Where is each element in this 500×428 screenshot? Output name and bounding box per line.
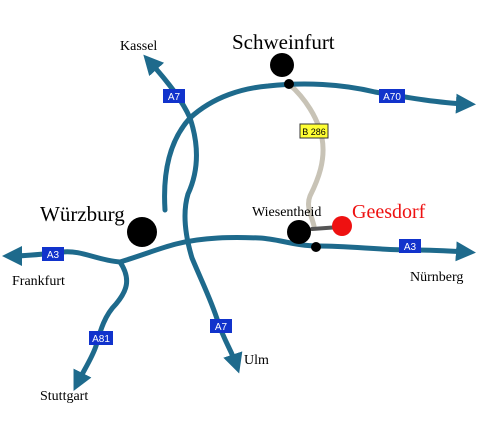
label-geesdorf: Geesdorf [352,201,426,223]
city-marker-wiesentheid [287,220,311,244]
city-marker-wuerzburg [127,217,157,247]
road-a81 [73,259,130,391]
shield-a70: A70 [379,89,405,103]
road-a3-west [2,245,123,266]
shield-a7-north: A7 [163,89,185,103]
city-marker-geesdorf [332,216,352,236]
shield-a3-east: A3 [399,239,421,253]
svg-text:A3: A3 [47,250,60,261]
label-ulm: Ulm [244,353,269,368]
junction-dot-schweinfurt [284,79,294,89]
shield-a81: A81 [89,331,113,345]
label-stuttgart: Stuttgart [40,389,88,404]
svg-text:A70: A70 [383,92,401,103]
label-nuernberg: Nürnberg [410,270,463,285]
shield-a7-south: A7 [210,319,232,333]
road-a70 [162,81,476,213]
label-wuerzburg: Würzburg [40,202,125,226]
label-wiesentheid: Wiesentheid [252,205,321,220]
road-a7-south [182,115,243,374]
label-frankfurt: Frankfurt [12,274,65,289]
city-marker-schweinfurt [270,53,294,77]
svg-text:A3: A3 [404,242,417,253]
svg-text:A7: A7 [168,92,181,103]
svg-text:A7: A7 [215,322,228,333]
label-kassel: Kassel [120,39,157,54]
svg-text:A81: A81 [92,334,110,345]
shield-b286: B 286 [299,123,329,139]
road-b286 [286,81,326,229]
label-schweinfurt: Schweinfurt [232,30,335,54]
svg-text:B 286: B 286 [302,127,326,137]
junction-dot-wiesentheid [311,242,321,252]
shield-a3-west: A3 [42,247,64,261]
